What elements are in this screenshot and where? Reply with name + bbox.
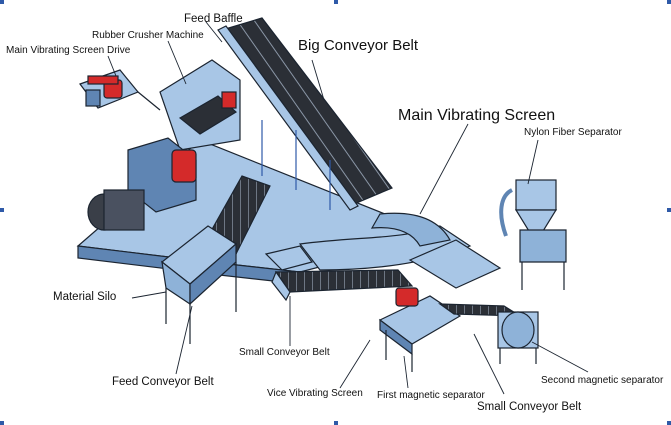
small-conveyor-belt-middle xyxy=(264,245,414,302)
frame-mark-top-center xyxy=(334,0,338,4)
label-material-silo: Material Silo xyxy=(53,291,117,303)
leader-lines xyxy=(107,21,589,395)
main-motor xyxy=(87,137,197,231)
label-small-conveyor-belt-middle: Small Conveyor Belt xyxy=(239,347,330,358)
label-big-conveyor-belt: Big Conveyor Belt xyxy=(298,37,419,54)
label-nylon-fiber-separator: Nylon Fiber Separator xyxy=(524,127,622,138)
label-rubber-crusher-machine: Rubber Crusher Machine xyxy=(92,30,204,41)
frame-mark-left-middle xyxy=(0,208,4,212)
rubber-crusher-machine xyxy=(159,59,241,151)
frame-mark-right-middle xyxy=(667,208,671,212)
big-conveyor-belt xyxy=(217,17,393,211)
label-feed-baffle: Feed Baffle xyxy=(184,13,243,25)
frame-corner-top-right xyxy=(667,0,671,4)
label-vice-vibrating-screen: Vice Vibrating Screen xyxy=(267,388,363,399)
label-main-vibrating-screen: Main Vibrating Screen xyxy=(398,107,556,124)
label-first-magnetic-separator: First magnetic separator xyxy=(377,390,485,401)
frame-corner-top-left xyxy=(0,0,4,4)
second-magnetic-separator xyxy=(497,311,539,364)
label-main-vibrating-screen-drive: Main Vibrating Screen Drive xyxy=(6,45,131,56)
label-small-conveyor-belt-lower: Small Conveyor Belt xyxy=(477,401,582,413)
vice-vibrating-screen xyxy=(378,287,462,372)
frame-corner-bottom-left xyxy=(0,421,4,425)
label-feed-conveyor-belt: Feed Conveyor Belt xyxy=(112,376,214,388)
nylon-fiber-separator xyxy=(499,179,567,290)
frame-corner-bottom-right xyxy=(667,421,671,425)
frame-mark-bottom-center xyxy=(334,421,338,425)
vibrating-screen-drive xyxy=(79,69,161,111)
label-second-magnetic-separator: Second magnetic separator xyxy=(541,375,664,386)
material-silo xyxy=(161,225,237,344)
